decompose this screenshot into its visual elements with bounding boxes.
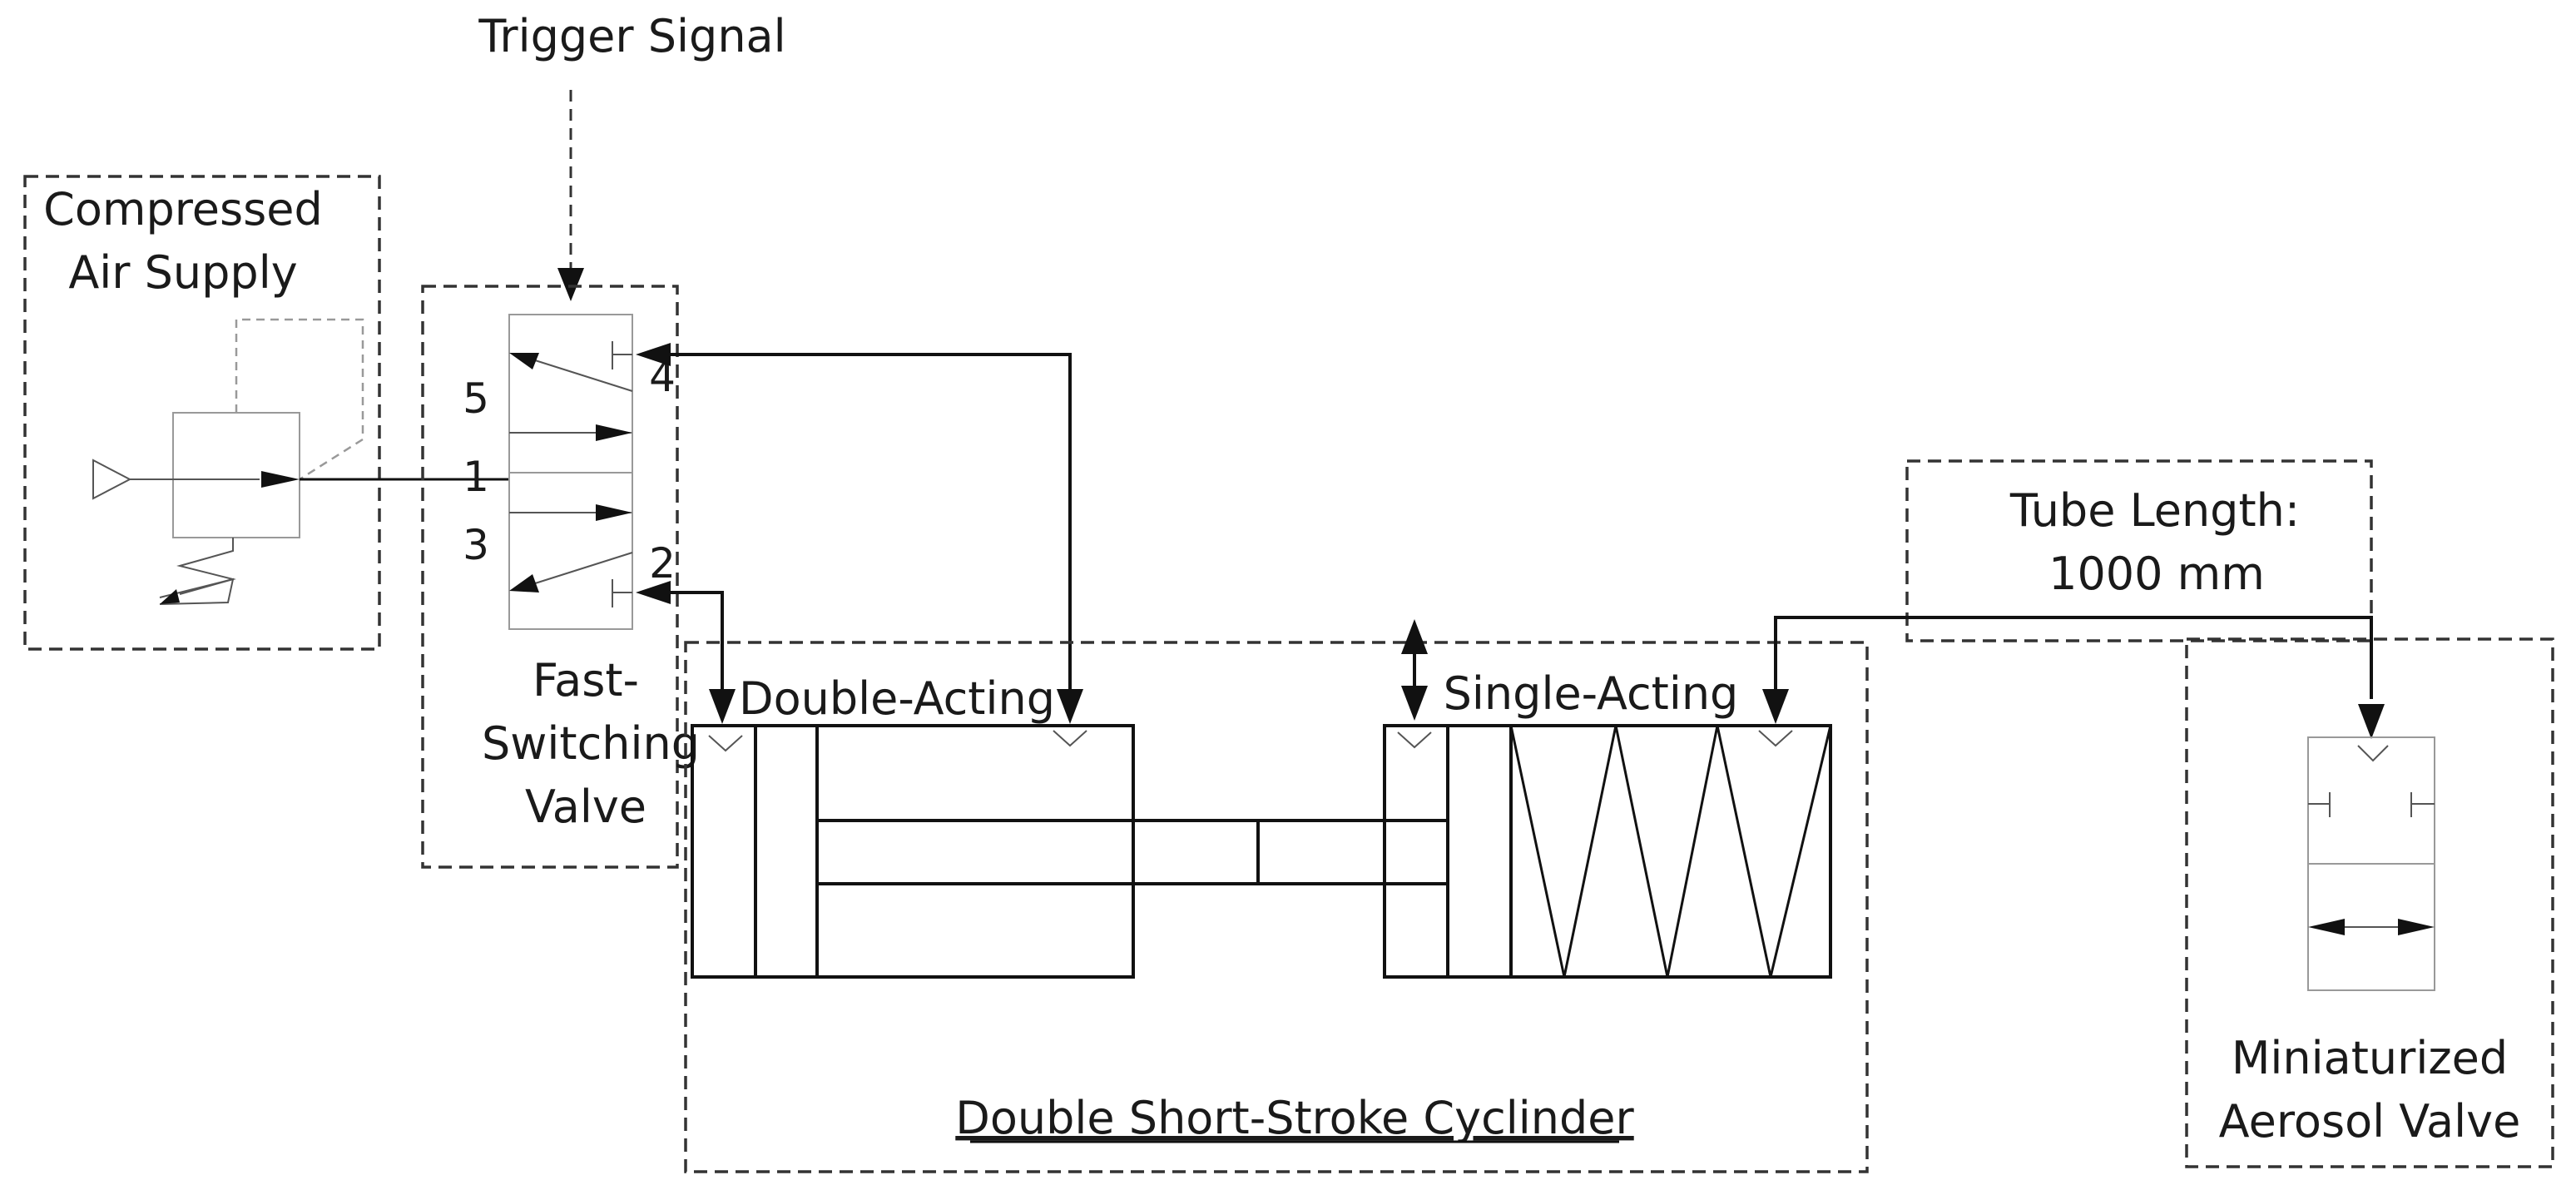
vent-arrow-up bbox=[1401, 619, 1428, 654]
pressure-source-symbol bbox=[92, 459, 132, 500]
supply-label-line2: Air Supply bbox=[68, 246, 297, 299]
tube-arrowhead-aerosol bbox=[2358, 704, 2385, 739]
port-1-label: 1 bbox=[463, 453, 489, 501]
regulator-body bbox=[172, 412, 300, 538]
valve-boundary bbox=[421, 285, 679, 869]
single-acting-right-port-symbol bbox=[1758, 730, 1793, 747]
tube-length-boundary bbox=[1905, 459, 2373, 642]
regulator-flow-arrow bbox=[261, 471, 300, 488]
tube-length-line2: 1000 mm bbox=[2048, 548, 2265, 600]
aerosol-inlet-symbol bbox=[2357, 745, 2389, 762]
port4-line bbox=[636, 343, 1083, 724]
valve-flow-4-5 bbox=[532, 359, 633, 392]
port-3-label: 3 bbox=[463, 521, 489, 569]
port2-connection bbox=[666, 591, 724, 699]
supply-boundary bbox=[23, 175, 381, 651]
double-acting-left-port-symbol bbox=[708, 735, 743, 752]
miniaturized-aerosol-valve: Miniaturized Aerosol Valve bbox=[2185, 637, 2554, 1168]
single-acting-piston bbox=[1446, 724, 1513, 979]
valve-flow-row1-head bbox=[596, 424, 632, 441]
port2-line bbox=[636, 581, 736, 724]
aerosol-label-line2: Aerosol Valve bbox=[2219, 1095, 2521, 1148]
single-acting-left-port-symbol bbox=[1397, 731, 1432, 749]
double-short-stroke-cylinder: Double-Acting Single-Acting Double Short… bbox=[684, 619, 1869, 1173]
aerosol-boundary bbox=[2185, 637, 2554, 1168]
regulator-pilot-line bbox=[235, 318, 364, 481]
valve-label-line3: Valve bbox=[525, 781, 646, 833]
trigger-arrowhead bbox=[557, 268, 584, 301]
tube-length: Tube Length: 1000 mm bbox=[1762, 459, 2385, 739]
tube-arrowhead-cylinder bbox=[1762, 689, 1789, 724]
tube-length-line1: Tube Length: bbox=[2009, 484, 2300, 537]
trigger-signal: Trigger Signal bbox=[478, 10, 786, 301]
vent-arrow-down bbox=[1401, 686, 1428, 721]
port4-connection bbox=[666, 353, 1072, 699]
port4-arrowhead-valve bbox=[636, 343, 671, 366]
regulator-spring-adjust bbox=[159, 578, 235, 605]
cylinder-label: Double Short-Stroke Cyclinder bbox=[955, 1092, 1634, 1144]
tube-connection bbox=[1774, 616, 2373, 699]
valve-flow-row2-head bbox=[596, 504, 632, 521]
aerosol-flow-right-head bbox=[2398, 919, 2435, 935]
aerosol-label-line1: Miniaturized bbox=[2232, 1032, 2508, 1084]
single-acting-label: Single-Acting bbox=[1444, 667, 1739, 720]
single-acting-body bbox=[1383, 724, 1832, 979]
valve-flow-2-3 bbox=[532, 552, 633, 585]
valve-label-line1: Fast- bbox=[533, 654, 639, 707]
port-5-label: 5 bbox=[463, 374, 489, 423]
port2-arrowhead-cylinder bbox=[709, 689, 736, 724]
valve-flow-4-5-head bbox=[509, 353, 539, 369]
return-spring bbox=[1509, 725, 1832, 978]
double-acting-piston bbox=[754, 724, 819, 979]
fast-switching-valve: 5 4 1 3 2 Fast- Switching Valve bbox=[421, 285, 700, 869]
aerosol-flow-left-head bbox=[2308, 919, 2345, 935]
valve-label-line2: Switching bbox=[482, 717, 700, 770]
supply-label-line1: Compressed bbox=[43, 183, 323, 236]
port-2-label: 2 bbox=[649, 539, 676, 588]
cylinder-boundary bbox=[684, 641, 1869, 1173]
compressed-air-supply: Compressed Air Supply bbox=[23, 175, 381, 651]
port2-arrowhead-valve bbox=[636, 581, 671, 604]
spring-adjust-arrow bbox=[160, 589, 180, 604]
double-acting-right-port-symbol bbox=[1053, 730, 1087, 747]
double-acting-label: Double-Acting bbox=[739, 672, 1055, 725]
port4-arrowhead-cylinder bbox=[1057, 689, 1083, 724]
valve-flow-2-3-head bbox=[509, 574, 539, 593]
double-acting-body bbox=[691, 724, 1135, 979]
trigger-signal-label: Trigger Signal bbox=[478, 10, 785, 62]
